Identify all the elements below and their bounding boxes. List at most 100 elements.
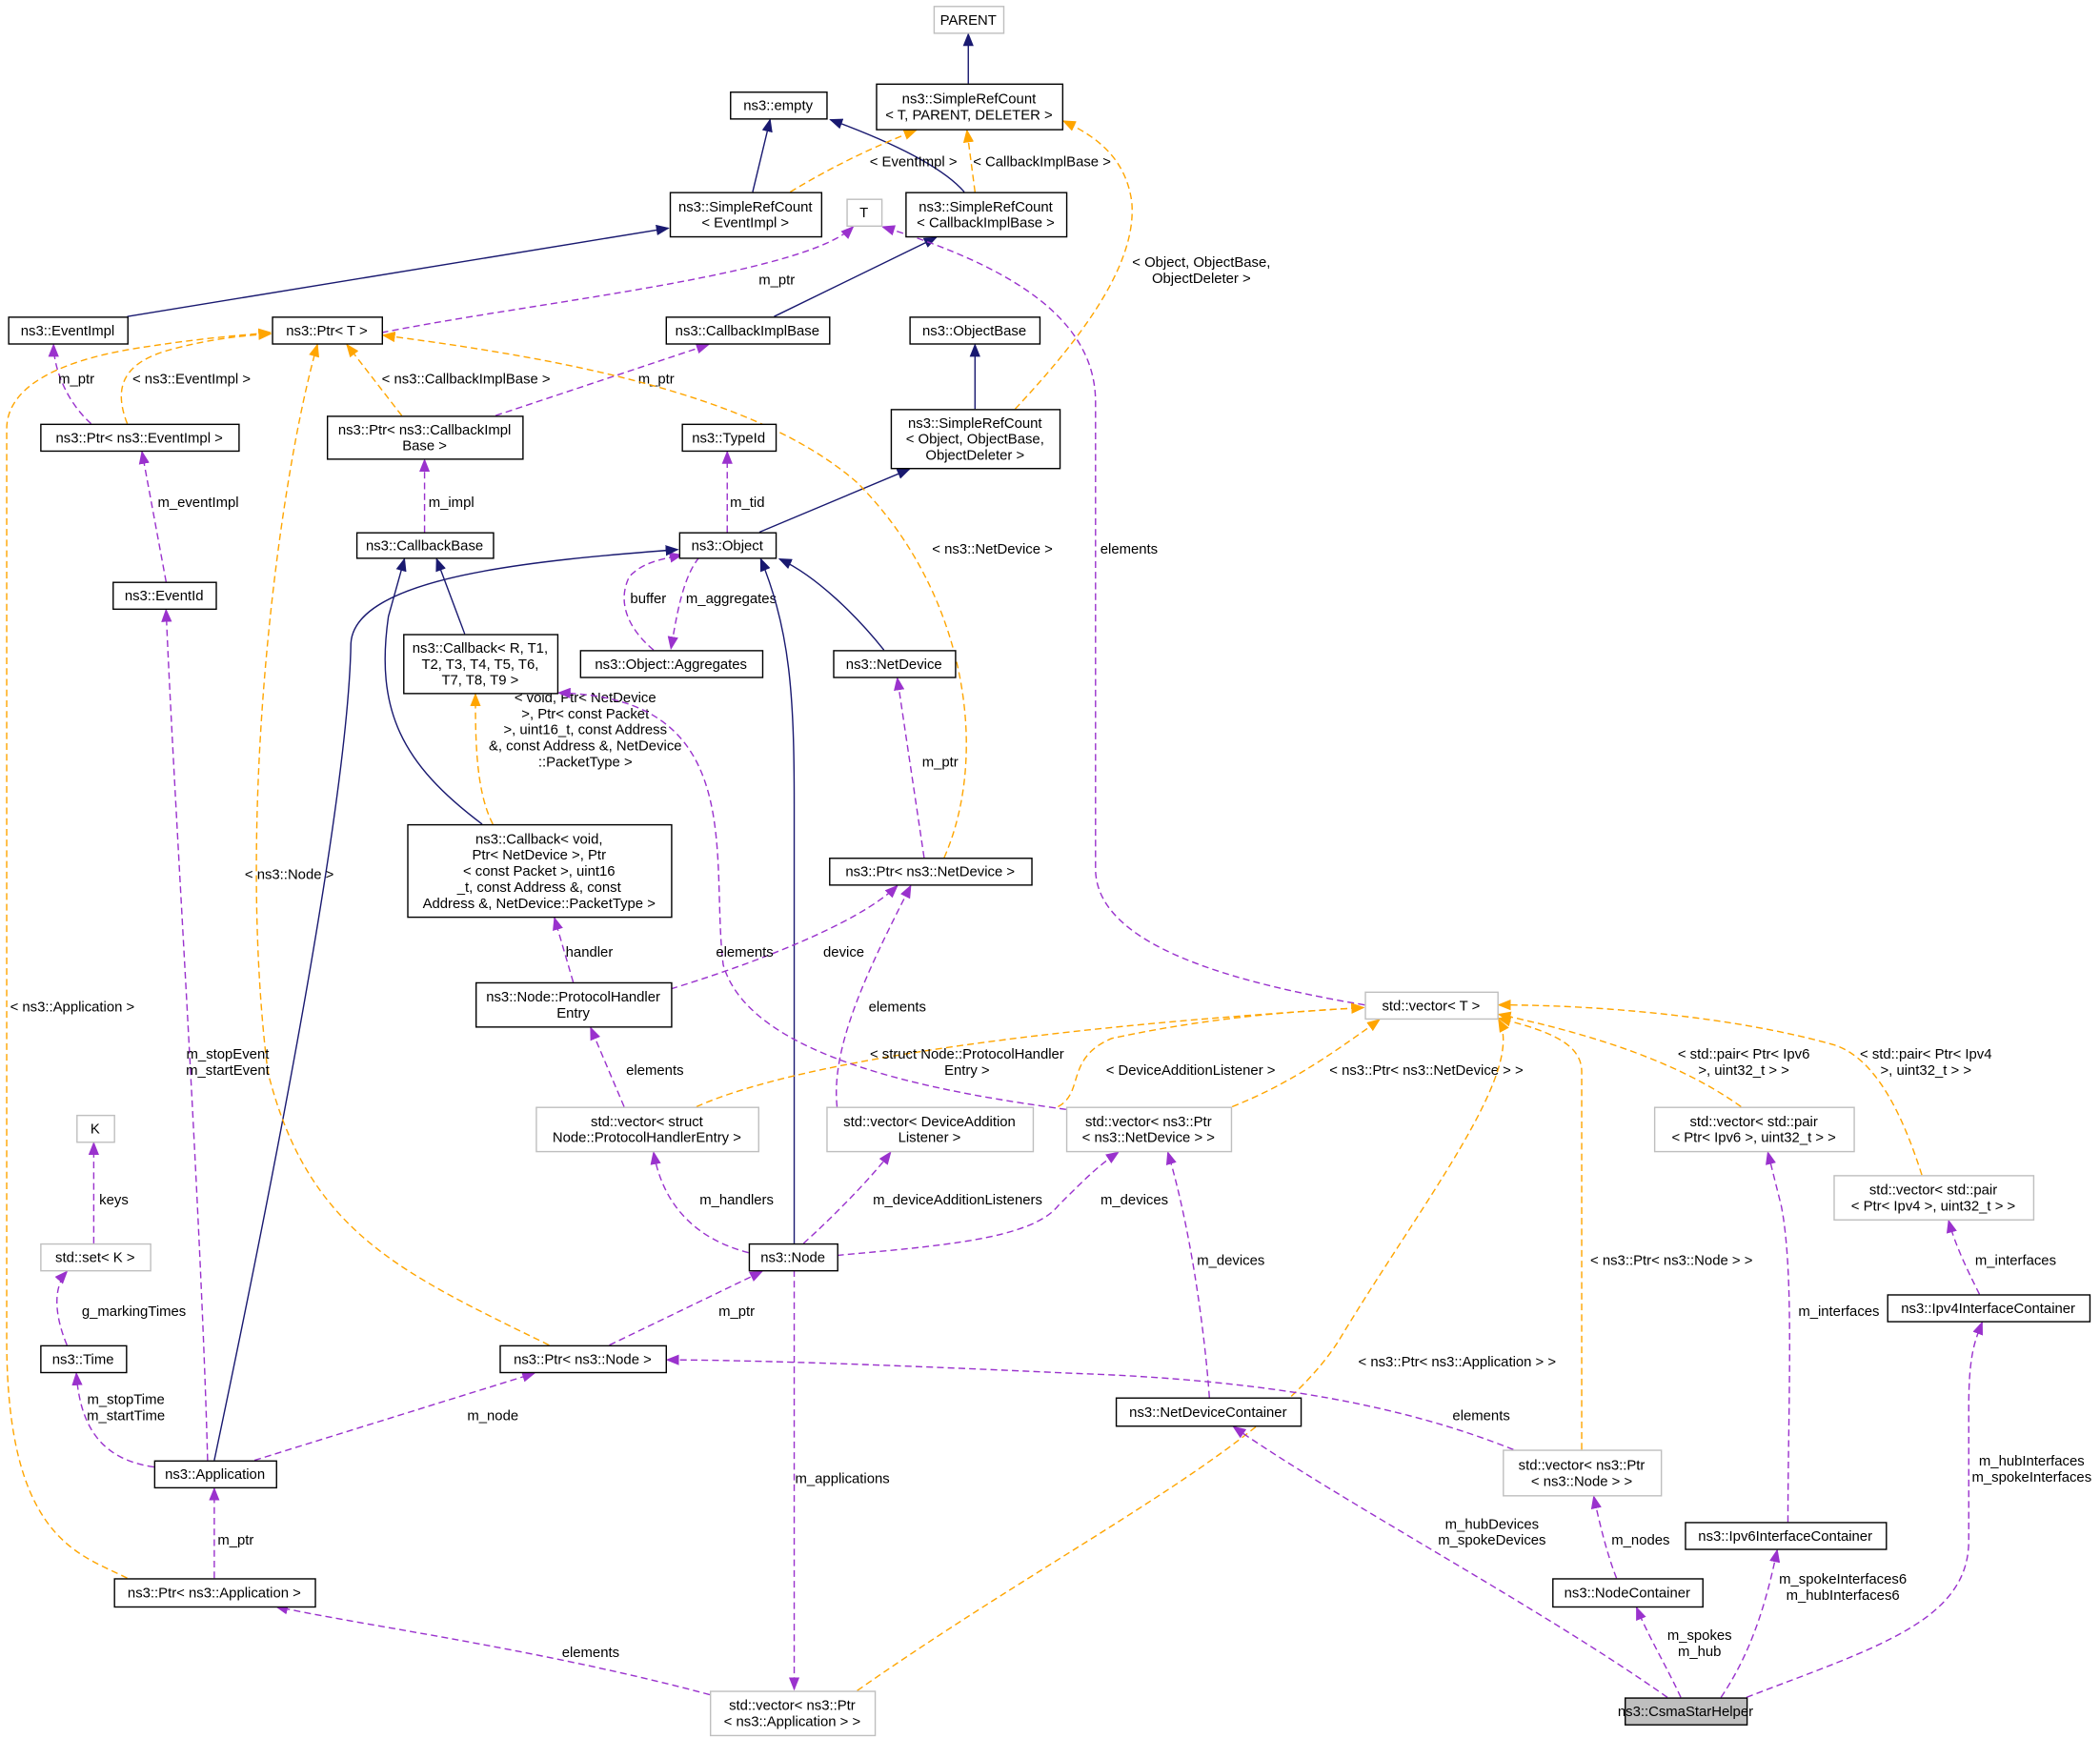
edge-label: ObjectDeleter > bbox=[1152, 272, 1251, 287]
node-label: Listener > bbox=[899, 1131, 961, 1146]
member-arrow bbox=[1746, 1321, 1984, 1699]
class-node-vec-papp[interactable]: std::vector< ns3::Ptr< ns3::Application … bbox=[709, 1690, 877, 1737]
edge-vec_dal-to-ptr_nd: elements bbox=[836, 884, 926, 1107]
edge-label: buffer bbox=[630, 592, 666, 607]
edge-label: < DeviceAdditionListener > bbox=[1106, 1063, 1276, 1079]
node-box bbox=[272, 316, 384, 345]
class-node-ndc[interactable]: ns3::NetDeviceContainer bbox=[1115, 1397, 1302, 1427]
member-arrow bbox=[381, 226, 855, 333]
class-node-aggregates[interactable]: ns3::Object::Aggregates bbox=[579, 650, 764, 678]
node-box bbox=[709, 1690, 877, 1737]
node-label: ns3::CsmaStarHelper bbox=[1618, 1705, 1753, 1720]
class-node-typeid[interactable]: ns3::TypeId bbox=[681, 423, 777, 453]
class-node-application[interactable]: ns3::Application bbox=[153, 1460, 277, 1489]
class-node-src-tpd[interactable]: ns3::SimpleRefCount< T, PARENT, DELETER … bbox=[876, 83, 1064, 131]
node-label: Address &, NetDevice::PacketType > bbox=[423, 897, 656, 912]
edge-label: < CallbackImplBase > bbox=[973, 155, 1111, 171]
class-node-vec-ip6[interactable]: std::vector< std::pair< Ptr< Ipv6 >, uin… bbox=[1653, 1106, 1855, 1153]
node-box bbox=[1503, 1449, 1663, 1497]
class-node-callback-r[interactable]: ns3::Callback< R, T1,T2, T3, T4, T5, T6,… bbox=[403, 634, 559, 695]
edge-label: m_handlers bbox=[699, 1193, 774, 1208]
node-box bbox=[826, 1106, 1035, 1153]
class-node-vec-phe[interactable]: std::vector< structNode::ProtocolHandler… bbox=[535, 1106, 759, 1153]
edge-vec_phe-to-phe: elements bbox=[590, 1026, 684, 1107]
class-node-node[interactable]: ns3::Node bbox=[748, 1243, 838, 1272]
edge-object-to-aggregates: m_aggregates bbox=[667, 556, 777, 651]
class-node-src-obj[interactable]: ns3::SimpleRefCount< Object, ObjectBase,… bbox=[890, 409, 1061, 470]
inheritance-arrow bbox=[384, 557, 483, 825]
class-node-ptr-app[interactable]: ns3::Ptr< ns3::Application > bbox=[113, 1578, 316, 1608]
class-node-ptr-nd[interactable]: ns3::Ptr< ns3::NetDevice > bbox=[829, 858, 1033, 886]
class-node-ip6ic[interactable]: ns3::Ipv6InterfaceContainer bbox=[1685, 1522, 1888, 1550]
node-label: std::vector< T > bbox=[1382, 999, 1480, 1014]
edge-label: elements bbox=[562, 1646, 619, 1661]
class-node-objectbase[interactable]: ns3::ObjectBase bbox=[909, 316, 1041, 345]
class-node-eventimpl[interactable]: ns3::EventImpl bbox=[8, 316, 129, 345]
node-box bbox=[499, 1344, 667, 1374]
edge-label: < ns3::EventImpl > bbox=[132, 372, 251, 387]
class-node-object[interactable]: ns3::Object bbox=[678, 532, 777, 559]
class-node-ptr-t[interactable]: ns3::Ptr< T > bbox=[272, 316, 384, 345]
node-label: < Object, ObjectBase, bbox=[906, 433, 1044, 448]
class-node-nodecontainer[interactable]: ns3::NodeContainer bbox=[1552, 1578, 1704, 1608]
member-arrow bbox=[623, 552, 683, 651]
member-arrow bbox=[48, 343, 92, 425]
class-node-src-cib[interactable]: ns3::SimpleRefCount< CallbackImplBase > bbox=[905, 192, 1068, 238]
node-label: ns3::Ptr< ns3::EventImpl > bbox=[56, 431, 223, 446]
class-node-callbackbase[interactable]: ns3::CallbackBase bbox=[355, 532, 495, 559]
node-label: std::set< K > bbox=[55, 1251, 135, 1266]
class-node-empty[interactable]: ns3::empty bbox=[730, 91, 828, 120]
inheritance-arrow bbox=[127, 224, 670, 317]
class-node-parent[interactable]: PARENT bbox=[933, 6, 1005, 34]
edge-ptr_cib-to-cib: m_ptr bbox=[495, 343, 710, 416]
edge-ptr_nd-to-netdevice: m_ptr bbox=[894, 677, 959, 859]
class-node-netdevice[interactable]: ns3::NetDevice bbox=[833, 650, 957, 678]
node-label: T2, T3, T4, T5, T6, bbox=[421, 657, 538, 673]
class-node-csma[interactable]: ns3::CsmaStarHelper bbox=[1618, 1697, 1753, 1726]
class-node-vec-dal[interactable]: std::vector< DeviceAdditionListener > bbox=[826, 1106, 1035, 1153]
edge-label: keys bbox=[99, 1193, 129, 1208]
node-box bbox=[76, 1114, 115, 1143]
class-node-ptr-cib[interactable]: ns3::Ptr< ns3::CallbackImplBase > bbox=[326, 415, 524, 460]
class-node-vec-ip4[interactable]: std::vector< std::pair< Ptr< Ipv4 >, uin… bbox=[1833, 1175, 2035, 1221]
template-arrow bbox=[120, 329, 273, 424]
class-node-t[interactable]: T bbox=[846, 198, 883, 228]
node-box bbox=[579, 650, 764, 678]
edge-label: m_deviceAdditionListeners bbox=[873, 1193, 1042, 1208]
template-arrow bbox=[696, 1002, 1365, 1108]
class-node-callback-void[interactable]: ns3::Callback< void,Ptr< NetDevice >, Pt… bbox=[407, 823, 673, 919]
class-node-vec-t[interactable]: std::vector< T > bbox=[1364, 991, 1499, 1021]
node-box bbox=[846, 198, 883, 228]
edge-vec_ip6-to-vec_t: < std::pair< Ptr< Ipv6>, uint32_t > > bbox=[1497, 1011, 1809, 1108]
node-box bbox=[833, 650, 957, 678]
node-label: std::vector< ns3::Ptr bbox=[729, 1699, 856, 1714]
edge-vec_ip4-to-vec_t: < std::pair< Ptr< Ipv4>, uint32_t > > bbox=[1497, 1000, 1992, 1176]
node-label: ns3::Ptr< ns3::CallbackImpl bbox=[338, 423, 511, 438]
class-node-vec-pnd[interactable]: std::vector< ns3::Ptr< ns3::NetDevice > … bbox=[1065, 1106, 1233, 1153]
template-arrow bbox=[381, 331, 967, 859]
edge-label: < ns3::NetDevice > bbox=[932, 542, 1053, 557]
class-node-vec-pnode[interactable]: std::vector< ns3::Ptr< ns3::Node > > bbox=[1503, 1449, 1663, 1497]
class-node-phe[interactable]: ns3::Node::ProtocolHandlerEntry bbox=[475, 981, 673, 1028]
node-label: std::vector< struct bbox=[591, 1115, 704, 1130]
node-label: ns3::Object bbox=[692, 538, 764, 554]
edge-application-to-object bbox=[213, 545, 679, 1461]
edge-vec_papp-to-vec_t: < ns3::Ptr< ns3::Application > > bbox=[857, 1018, 1556, 1691]
node-label: < ns3::Node > > bbox=[1531, 1474, 1632, 1489]
class-node-ip4ic[interactable]: ns3::Ipv4InterfaceContainer bbox=[1887, 1294, 2091, 1323]
class-node-k[interactable]: K bbox=[76, 1114, 115, 1143]
class-node-ptr-ev[interactable]: ns3::Ptr< ns3::EventImpl > bbox=[40, 423, 240, 453]
node-box bbox=[1115, 1397, 1302, 1427]
member-arrow bbox=[495, 343, 710, 416]
class-node-eventid[interactable]: ns3::EventId bbox=[112, 581, 217, 611]
class-node-set-k[interactable]: std::set< K > bbox=[40, 1243, 151, 1272]
edge-label: m_tid bbox=[730, 495, 764, 511]
class-node-time[interactable]: ns3::Time bbox=[40, 1344, 128, 1374]
class-node-cib[interactable]: ns3::CallbackImplBase bbox=[665, 316, 831, 345]
template-arrow bbox=[255, 343, 550, 1346]
class-node-ptr-node[interactable]: ns3::Ptr< ns3::Node > bbox=[499, 1344, 667, 1374]
class-node-src-ev[interactable]: ns3::SimpleRefCount< EventImpl > bbox=[669, 192, 823, 238]
